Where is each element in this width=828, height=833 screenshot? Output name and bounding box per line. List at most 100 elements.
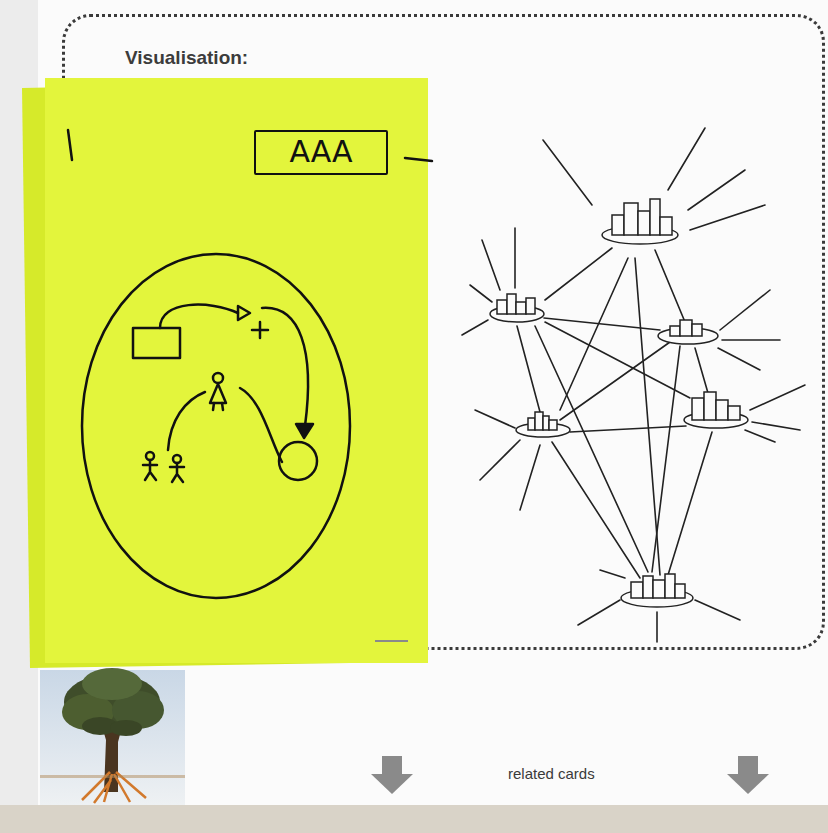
network-lines bbox=[688, 170, 745, 210]
table-strip bbox=[0, 805, 828, 833]
hand-sketch bbox=[240, 388, 282, 462]
city-icons bbox=[660, 217, 672, 235]
city-icons bbox=[653, 580, 665, 598]
panel-heading: Visualisation: bbox=[125, 47, 822, 69]
down-arrow bbox=[382, 756, 402, 774]
network-lines bbox=[690, 205, 765, 230]
network-lines bbox=[570, 426, 686, 432]
network-lines bbox=[656, 612, 658, 642]
city-icons bbox=[650, 199, 660, 235]
city-icons bbox=[704, 392, 716, 420]
tree-picture bbox=[40, 775, 185, 778]
hand-sketch bbox=[238, 306, 250, 320]
hand-sketch bbox=[160, 305, 238, 328]
hand-sketch bbox=[82, 254, 350, 598]
tree-picture bbox=[40, 668, 185, 805]
city-icons bbox=[516, 302, 526, 314]
crossed-box: AAA bbox=[254, 130, 388, 175]
city-icons bbox=[658, 320, 718, 344]
network-lines bbox=[560, 342, 670, 420]
network-lines bbox=[752, 422, 800, 430]
city-icons bbox=[526, 298, 535, 314]
city-icons bbox=[621, 574, 693, 607]
hand-sketch bbox=[168, 392, 205, 450]
city-icons bbox=[602, 199, 678, 244]
city-icons bbox=[675, 584, 685, 598]
city-icons bbox=[490, 199, 748, 607]
city-icons bbox=[643, 576, 653, 598]
network-lines bbox=[655, 250, 685, 322]
hand-sketch bbox=[262, 308, 308, 426]
hand-sketch bbox=[68, 130, 432, 598]
city-icons bbox=[528, 418, 535, 430]
hand-sketch bbox=[213, 373, 223, 383]
hand-sketch bbox=[170, 463, 184, 482]
hand-sketch bbox=[405, 158, 432, 161]
city-icons bbox=[692, 324, 702, 336]
network-lines bbox=[514, 228, 516, 288]
network-lines bbox=[635, 258, 660, 575]
city-icons bbox=[684, 392, 748, 428]
down-arrow bbox=[727, 774, 769, 794]
network-lines bbox=[480, 440, 520, 480]
down-arrow bbox=[371, 774, 413, 794]
network-lines bbox=[668, 432, 712, 575]
hand-sketch bbox=[143, 460, 157, 480]
network-lines bbox=[517, 326, 540, 412]
network-lines bbox=[462, 128, 805, 642]
network-lines bbox=[475, 410, 515, 428]
city-icons bbox=[543, 416, 549, 430]
network-lines bbox=[578, 600, 620, 625]
box-text: AAA bbox=[289, 135, 352, 170]
city-icons bbox=[631, 582, 643, 598]
network-lines bbox=[720, 290, 770, 330]
network-lines bbox=[718, 348, 760, 370]
city-icons bbox=[638, 211, 650, 235]
network-lines bbox=[520, 445, 540, 510]
network-lines bbox=[552, 442, 640, 578]
city-icons bbox=[535, 412, 543, 430]
city-icons bbox=[497, 300, 507, 314]
city-icons bbox=[490, 294, 544, 322]
network-lines bbox=[652, 346, 680, 572]
network-lines bbox=[745, 430, 775, 442]
network-lines bbox=[545, 248, 612, 300]
tree-picture bbox=[110, 720, 142, 736]
network-lines bbox=[544, 318, 660, 330]
network-lines bbox=[543, 140, 592, 205]
city-icons bbox=[680, 320, 692, 336]
network-lines bbox=[482, 240, 500, 290]
down-arrow bbox=[738, 756, 758, 774]
network-lines bbox=[722, 339, 780, 341]
network-lines bbox=[535, 326, 648, 572]
network-lines bbox=[750, 385, 805, 410]
hand-sketch bbox=[279, 442, 317, 480]
city-icons bbox=[612, 215, 624, 235]
pencil-dash bbox=[375, 640, 408, 642]
network-lines bbox=[462, 320, 488, 335]
city-icons bbox=[507, 294, 516, 314]
city-icons bbox=[670, 326, 680, 336]
hand-sketch bbox=[213, 403, 223, 410]
network-lines bbox=[695, 600, 740, 620]
related-cards-label: related cards bbox=[508, 765, 595, 782]
network-lines bbox=[470, 285, 492, 302]
sticky-note bbox=[45, 78, 428, 663]
city-icons bbox=[716, 400, 728, 420]
down-arrow bbox=[371, 756, 413, 794]
hand-sketch bbox=[210, 384, 226, 403]
hand-sketch bbox=[68, 130, 72, 160]
card bbox=[38, 0, 828, 805]
network-lines bbox=[600, 570, 625, 578]
city-icons bbox=[728, 406, 740, 420]
city-icons bbox=[692, 398, 704, 420]
tree-picture bbox=[82, 668, 142, 700]
city-icons bbox=[516, 412, 570, 437]
city-icons bbox=[549, 420, 557, 430]
hand-sketch bbox=[252, 322, 268, 338]
hand-sketch bbox=[133, 328, 180, 358]
network-lines bbox=[668, 128, 705, 190]
